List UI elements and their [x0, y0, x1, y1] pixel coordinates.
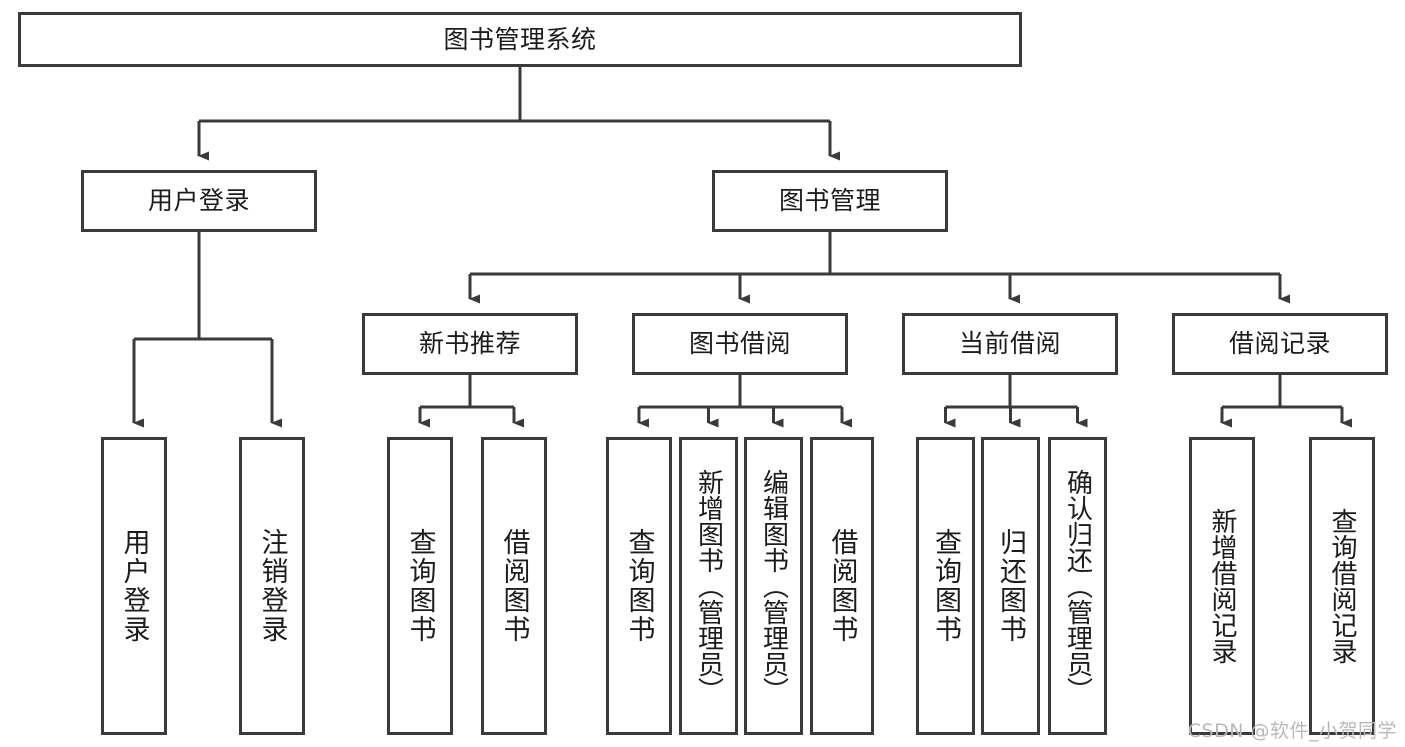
node-leaf-query-book-2[interactable]: 查询图书	[606, 437, 672, 735]
node-leaf-edit-book[interactable]: 编辑图书（管理员）	[744, 437, 803, 735]
node-leaf-user-login[interactable]: 用户登录	[101, 437, 167, 735]
node-label: 借阅图书	[826, 528, 858, 644]
node-book-borrow[interactable]: 图书借阅	[632, 313, 848, 375]
node-new-book-rec[interactable]: 新书推荐	[362, 313, 578, 375]
node-label: 查询图书	[930, 528, 961, 644]
node-leaf-query-book-3[interactable]: 查询图书	[916, 437, 975, 735]
node-label: 借阅图书	[498, 528, 530, 644]
node-label: 借阅记录	[1228, 329, 1331, 359]
node-label: 注销登录	[256, 528, 288, 644]
node-label: 图书管理	[778, 186, 881, 216]
node-borrow-record[interactable]: 借阅记录	[1172, 313, 1388, 375]
node-label: 编辑图书（管理员）	[758, 469, 789, 703]
node-label: 查询借阅记录	[1327, 508, 1357, 664]
node-label: 查询图书	[404, 528, 436, 644]
node-leaf-query-book-1[interactable]: 查询图书	[387, 437, 453, 735]
node-label: 查询图书	[623, 528, 655, 644]
node-book-mgmt[interactable]: 图书管理	[712, 170, 948, 232]
node-label: 新增图书（管理员）	[693, 469, 724, 703]
node-leaf-user-logout[interactable]: 注销登录	[239, 437, 305, 735]
watermark-text: CSDN @软件_小贺同学	[1187, 720, 1397, 742]
node-root[interactable]: 图书管理系统	[18, 12, 1022, 67]
node-label: 用户登录	[118, 528, 150, 644]
node-label: 新书推荐	[418, 329, 521, 359]
node-leaf-confirm-return[interactable]: 确认归还（管理员）	[1048, 437, 1107, 735]
node-user-login[interactable]: 用户登录	[81, 170, 317, 232]
node-leaf-borrow-book-2[interactable]: 借阅图书	[810, 437, 874, 735]
node-label: 确认归还（管理员）	[1062, 469, 1093, 703]
node-leaf-query-record[interactable]: 查询借阅记录	[1309, 437, 1375, 735]
node-leaf-add-book[interactable]: 新增图书（管理员）	[679, 437, 738, 735]
node-label: 用户登录	[147, 186, 250, 216]
node-current-borrow[interactable]: 当前借阅	[902, 313, 1118, 375]
node-label: 图书管理系统	[443, 24, 597, 54]
node-label: 图书借阅	[688, 329, 791, 359]
node-label: 归还图书	[995, 528, 1026, 644]
node-label: 新增借阅记录	[1207, 508, 1237, 664]
node-leaf-return-book[interactable]: 归还图书	[981, 437, 1040, 735]
node-label: 当前借阅	[958, 329, 1061, 359]
node-leaf-borrow-book-1[interactable]: 借阅图书	[481, 437, 547, 735]
node-leaf-add-record[interactable]: 新增借阅记录	[1189, 437, 1255, 735]
